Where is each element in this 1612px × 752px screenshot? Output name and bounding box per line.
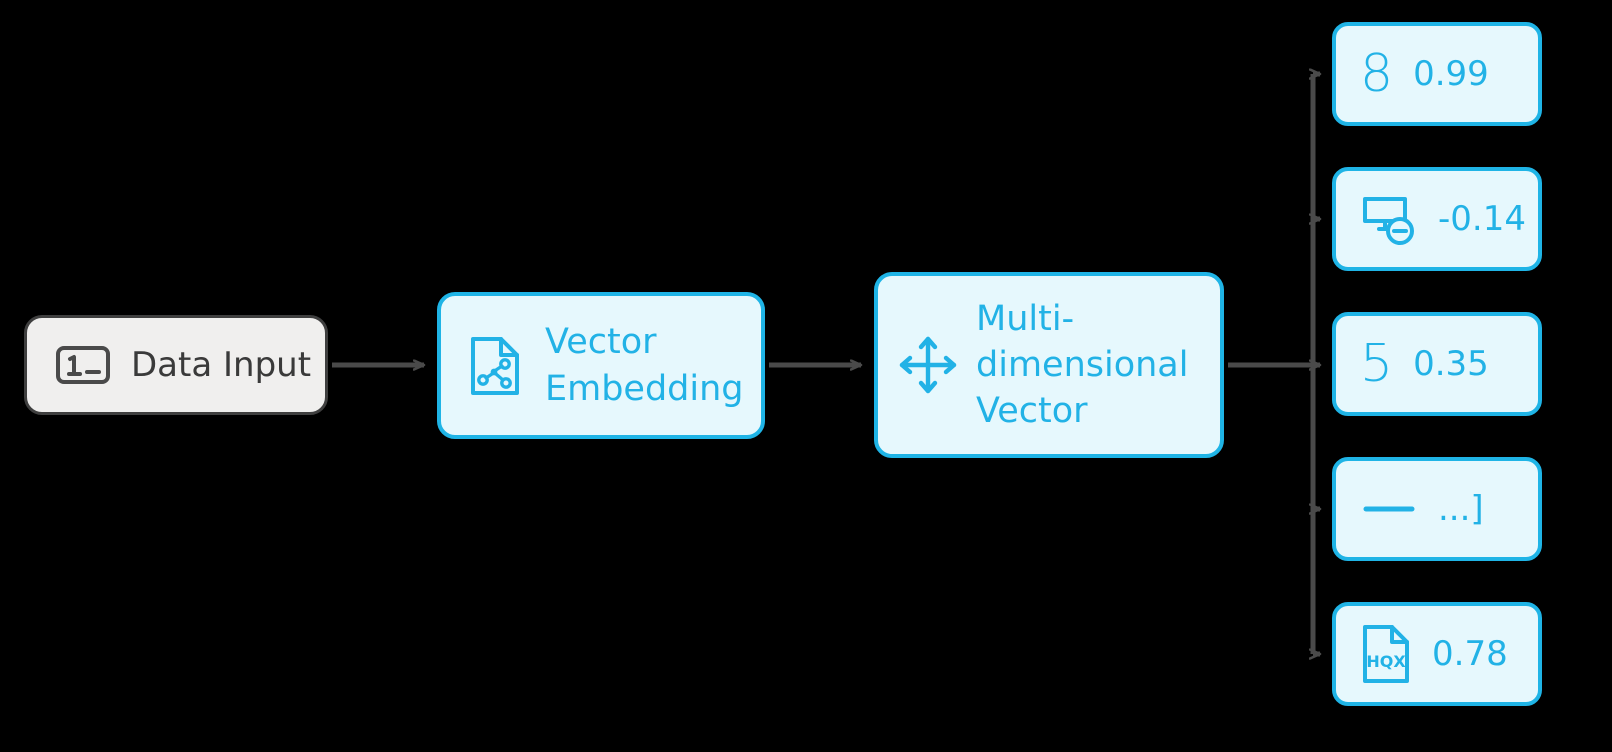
multidimensional-vector-label: Multi- dimensional Vector (976, 296, 1188, 435)
hqx-file-icon: HQX (1360, 623, 1412, 685)
multidim-label-line2: dimensional (976, 344, 1189, 385)
digit-five-glyph: 5 (1360, 334, 1394, 394)
branch-connectors (1228, 74, 1320, 654)
result-value: 0.78 (1432, 634, 1508, 674)
result-chip[interactable]: HQX 0.78 (1332, 602, 1542, 706)
multidim-label-line1: Multi- (976, 298, 1075, 339)
dash-icon (1360, 481, 1418, 537)
four-way-arrows-icon (892, 329, 964, 401)
document-network-icon (467, 334, 523, 398)
result-chip[interactable]: ...] (1332, 457, 1542, 561)
result-chip[interactable]: 5 0.35 (1332, 312, 1542, 416)
result-value: 0.35 (1413, 344, 1489, 384)
svg-text:HQX: HQX (1366, 652, 1406, 671)
digit-eight-glyph: 8 (1360, 44, 1394, 104)
result-chip[interactable]: 8 0.99 (1332, 22, 1542, 126)
result-value: ...] (1438, 489, 1484, 529)
monitor-minus-icon (1360, 191, 1418, 247)
result-value: -0.14 (1438, 199, 1526, 239)
vector-embedding-label-line1: Vector (545, 322, 657, 363)
binary-data-icon (55, 345, 111, 385)
result-chip[interactable]: -0.14 (1332, 167, 1542, 271)
vector-embedding-label-line2: Embedding (545, 368, 744, 409)
data-input-label: Data Input (131, 345, 312, 385)
multidim-label-line3: Vector (976, 391, 1088, 432)
vector-embedding-label: Vector Embedding (545, 319, 744, 411)
node-data-input[interactable]: Data Input (24, 315, 328, 415)
result-value: 0.99 (1413, 54, 1489, 94)
node-multidimensional-vector[interactable]: Multi- dimensional Vector (874, 272, 1224, 458)
node-vector-embedding[interactable]: Vector Embedding (437, 292, 765, 439)
